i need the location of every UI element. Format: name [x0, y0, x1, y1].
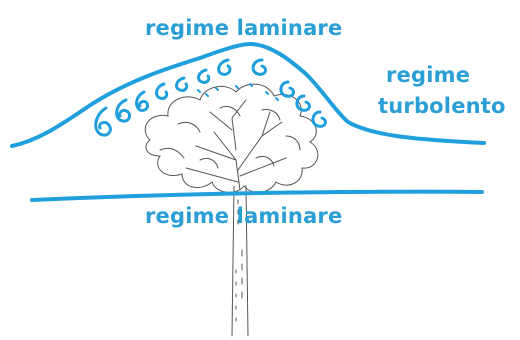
label-regime-laminare-bottom: regime laminare [145, 206, 342, 227]
label-regime-laminare-top: regime laminare [145, 18, 342, 39]
eddies-icon [96, 60, 326, 135]
lower-flow-line [32, 192, 482, 200]
label-regime-turbolento-line2: turbolento [378, 96, 506, 117]
label-regime-turbolento-line1: regime [386, 65, 470, 86]
